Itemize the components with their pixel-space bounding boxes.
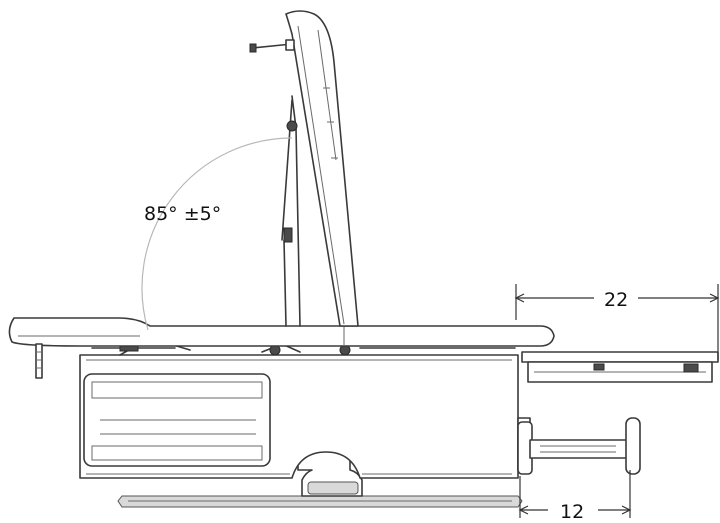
floor-base-plate [117, 495, 523, 508]
pull-out-step [517, 417, 641, 475]
lift-mechanism [91, 337, 516, 356]
dimension-12 [518, 470, 632, 518]
angle-label: 85° ±5° [144, 203, 221, 225]
left-drawer [83, 373, 271, 467]
backrest-gas-strut [281, 95, 301, 327]
dimension-12-label: 12 [560, 501, 584, 523]
backrest [285, 10, 359, 327]
dimension-22 [514, 284, 720, 360]
angle-arc [141, 137, 293, 331]
pull-out-shelf [521, 351, 719, 383]
dimension-22-label: 22 [604, 289, 628, 311]
leg-rest-post [35, 343, 43, 379]
head-support-bracket [249, 39, 295, 53]
lift-foot [297, 449, 363, 497]
table-top [8, 317, 555, 347]
